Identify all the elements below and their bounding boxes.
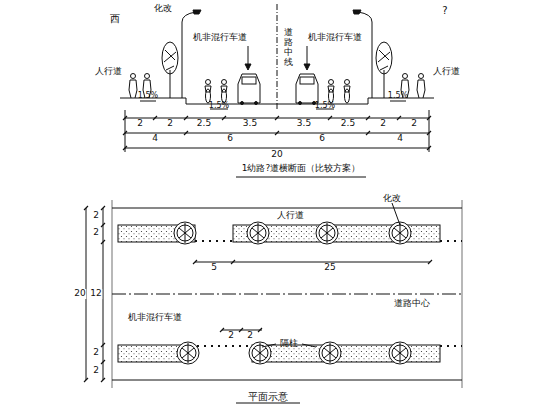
drawing-label: 6	[319, 134, 325, 144]
drawing-label: 2	[247, 331, 253, 341]
drawing-label: 2.5	[341, 119, 355, 129]
drawing-label: 2	[167, 119, 173, 129]
drawing-label: ?	[442, 5, 447, 16]
centerline-label: 道路中线	[284, 28, 293, 68]
drawing-label: 化改	[383, 194, 401, 204]
drawing-label: 2	[228, 331, 234, 341]
drawing-label: 人行道	[433, 67, 460, 77]
drawing-label: 2	[92, 211, 100, 221]
drawing-label: 人行道	[95, 67, 122, 77]
drawing-label: 20	[271, 150, 282, 160]
drawing-label: 25	[324, 263, 335, 273]
drawing-label: 2	[380, 119, 386, 129]
drawing-label: 机非混行车道	[128, 313, 182, 323]
drawing-label: 2	[92, 228, 100, 238]
drawing-label: 机非混行车道	[308, 33, 362, 43]
drawing-label: 道路中心	[394, 299, 430, 309]
drawing-label: 西	[110, 13, 120, 24]
drawing-label: 人行道	[277, 211, 304, 221]
drawing-label: 4	[152, 134, 158, 144]
drawing-label: 2	[92, 366, 100, 376]
drawing-label: 6	[227, 134, 233, 144]
drawing-label: 20	[73, 289, 86, 299]
drawing-label: 12	[89, 289, 102, 299]
drawing-label: 1幼路?道横断面（比较方案）	[242, 164, 361, 174]
drawing-label: 2	[411, 119, 417, 129]
drawing-label: 3.5	[243, 119, 257, 129]
drawing-label: 1.5%	[315, 102, 335, 111]
drawing-label: 2	[137, 119, 143, 129]
drawing-label: 2	[92, 348, 100, 358]
drawing-label: 化改	[154, 4, 172, 14]
drawing-label: 2.5	[197, 119, 211, 129]
drawing-label: 4	[397, 134, 403, 144]
drawing-label: 5	[211, 263, 217, 273]
drawing-label: 1.5%	[388, 92, 408, 101]
drawing-label: 机非混行车道	[193, 33, 247, 43]
drawing-label: 1.5%	[209, 102, 229, 111]
drawing-label: 1.5%	[138, 92, 158, 101]
drawing-label: 平面示意	[248, 391, 288, 402]
drawing-label: 3.5	[297, 119, 311, 129]
drawing-label: 隔柱	[280, 339, 298, 349]
